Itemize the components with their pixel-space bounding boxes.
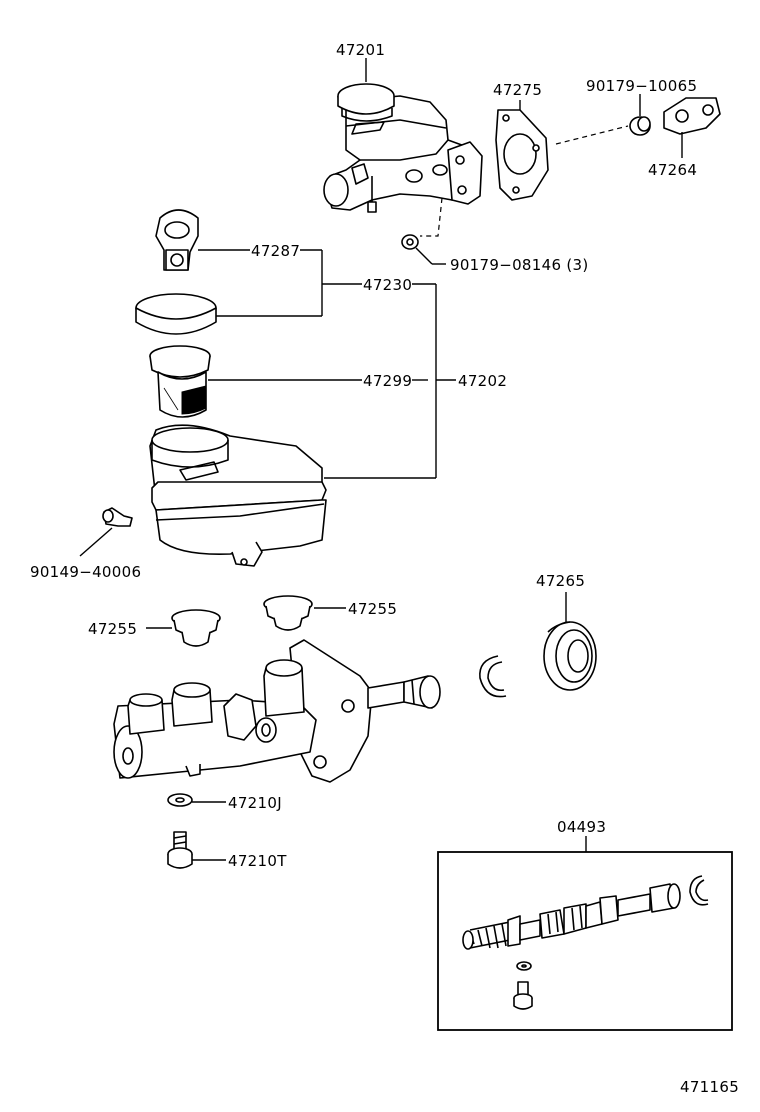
screw-90149-40006-icon (102, 507, 133, 527)
tag-47287-icon (155, 209, 199, 271)
reservoir-cap-icon (135, 293, 217, 335)
master-cylinder-assembly-icon (323, 83, 483, 213)
nut-90179-10065-icon (629, 116, 651, 136)
label-47230: 47230 (363, 276, 412, 294)
label-47265: 47265 (536, 572, 585, 590)
label-47287: 47287 (251, 242, 300, 260)
master-cylinder-body-icon (113, 639, 373, 783)
label-90179-10065: 90179−10065 (586, 77, 697, 95)
figure-number: 471165 (680, 1078, 739, 1096)
strainer-47299-icon (149, 345, 211, 418)
label-04493: 04493 (557, 818, 606, 836)
label-47210J: 47210J (228, 794, 282, 812)
grommet-left-icon (171, 609, 221, 647)
kit-04493-box (437, 851, 733, 1031)
snap-ring-icon (479, 655, 507, 698)
piston-kit-icon (462, 875, 709, 1010)
grommet-right-icon (263, 595, 313, 631)
bolt-47210T-icon (167, 831, 193, 869)
label-47275: 47275 (493, 81, 542, 99)
label-90179-08146: 90179−08146 (3) (450, 256, 589, 274)
label-47299: 47299 (363, 372, 412, 390)
label-47210T: 47210T (228, 852, 287, 870)
bracket-47264-icon (663, 97, 721, 135)
label-47201: 47201 (336, 41, 385, 59)
label-47264: 47264 (648, 161, 697, 179)
label-47255-right: 47255 (348, 600, 397, 618)
seal-47265-icon (543, 621, 597, 691)
bolt-90179-08146-icon (401, 234, 419, 250)
gasket-47275-icon (495, 109, 549, 201)
push-rod-icon (367, 675, 441, 709)
washer-47210J-icon (167, 793, 193, 807)
label-47255-left: 47255 (88, 620, 137, 638)
label-47202: 47202 (458, 372, 507, 390)
reservoir-tank-icon (149, 424, 327, 567)
label-90149-40006: 90149−40006 (30, 563, 141, 581)
